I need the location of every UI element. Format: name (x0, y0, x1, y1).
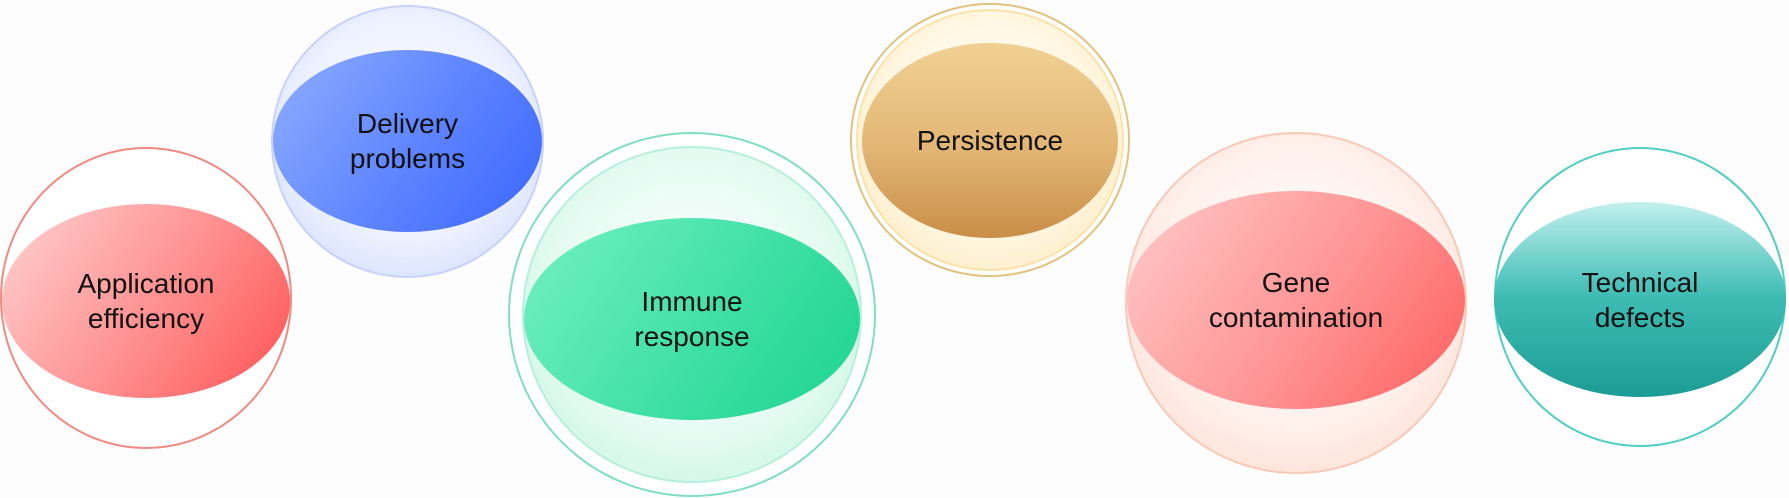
topic-label: Gene contamination (1208, 267, 1384, 333)
topic-ellipse: Application efficiency (2, 204, 290, 398)
topic-label: Application efficiency (77, 268, 215, 334)
topic-label: Delivery problems (349, 108, 466, 174)
topic-delivery-problems: Delivery problems (271, 5, 544, 278)
topic-label: Technical defects (1581, 266, 1699, 333)
topic-persistence: Persistence (850, 3, 1130, 277)
topic-ellipse: Technical defects (1494, 202, 1786, 397)
topic-label: Persistence (916, 125, 1064, 156)
topic-ellipse: Delivery problems (273, 50, 542, 232)
topic-ellipse: Persistence (862, 43, 1118, 238)
topic-gene-contamination: Gene contamination (1125, 132, 1467, 474)
topic-application-efficiency: Application efficiency (0, 147, 292, 449)
topic-ellipse: Immune response (524, 218, 860, 420)
topic-label: Immune response (634, 286, 750, 352)
topic-immune-response: Immune response (508, 132, 876, 497)
topic-technical-defects: Technical defects (1494, 147, 1786, 447)
topic-ellipse: Gene contamination (1127, 191, 1465, 409)
